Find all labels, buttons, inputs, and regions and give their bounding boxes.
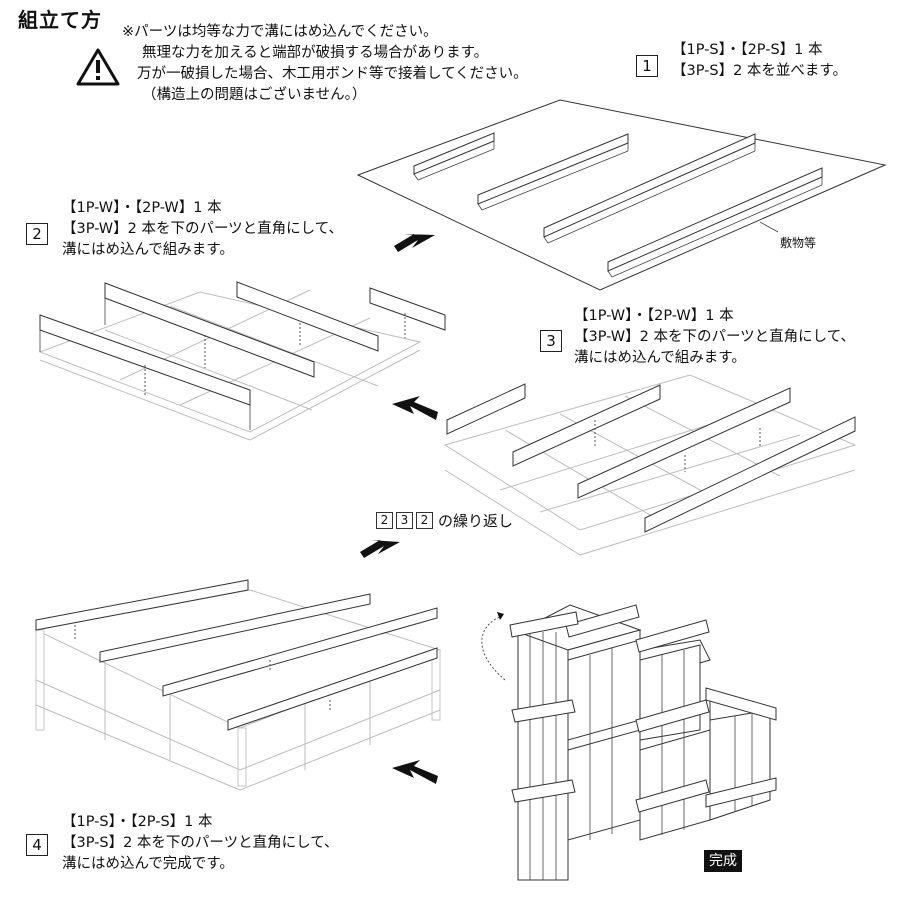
complete-badge: 完成	[704, 850, 742, 872]
warning-triangle-icon	[76, 48, 120, 86]
arrow-down-right-icon	[392, 396, 438, 420]
sheet-label: 敷物等	[780, 236, 817, 250]
warning-line-4: （構造上の問題はございません。）	[142, 87, 367, 103]
step-1-boards	[413, 132, 823, 278]
step-1-illustration	[356, 99, 887, 291]
rotate-arrow-icon	[481, 616, 506, 681]
warning-note: ※パーツは均等な力で溝にはめ込んでください。 無理な力を加えると端部が破損する場…	[122, 22, 528, 106]
repeat-step-3: 3	[396, 512, 413, 529]
arrow-down-right-icon	[392, 760, 438, 784]
step-2-number: 2	[26, 223, 48, 245]
page-title: 組立て方	[18, 8, 102, 32]
completed-shelf-illustration	[509, 604, 777, 881]
step-3-number: 3	[540, 330, 562, 352]
step-1-number: 1	[636, 55, 658, 77]
arrow-down-left-icon	[360, 540, 400, 558]
warning-line-2: 無理な力を加えると端部が破損する場合があります。	[142, 45, 489, 61]
step-3-illustration	[443, 374, 857, 556]
step-2-illustration	[38, 281, 446, 441]
step-2-text: 【1P-W】・【2P-W】1 本 【3P-W】2 本を下のパーツと直角にして、 …	[62, 200, 344, 258]
warning-line-1: ※パーツは均等な力で溝にはめ込んでください。	[122, 24, 438, 40]
repeat-step-2b: 2	[416, 512, 433, 529]
repeat-step-2: 2	[376, 512, 393, 529]
step-4-number: 4	[26, 834, 48, 856]
arrow-down-left-icon	[394, 234, 435, 252]
step-4-illustration	[34, 579, 442, 791]
step-3-text: 【1P-W】・【2P-W】1 本 【3P-W】2 本を下のパーツと直角にして、 …	[574, 308, 856, 366]
warning-line-3: 万が一破損した場合、木工用ボンド等で接着してください。	[137, 66, 528, 82]
step-1-text: 【1P-S】・【2P-S】1 本 【3P-S】2 本を並べます。	[672, 42, 847, 79]
step-4-text: 【1P-S】・【2P-S】1 本 【3P-S】2 本を下のパーツと直角にして、 …	[62, 814, 339, 872]
repeat-text: の繰り返し	[438, 512, 514, 530]
